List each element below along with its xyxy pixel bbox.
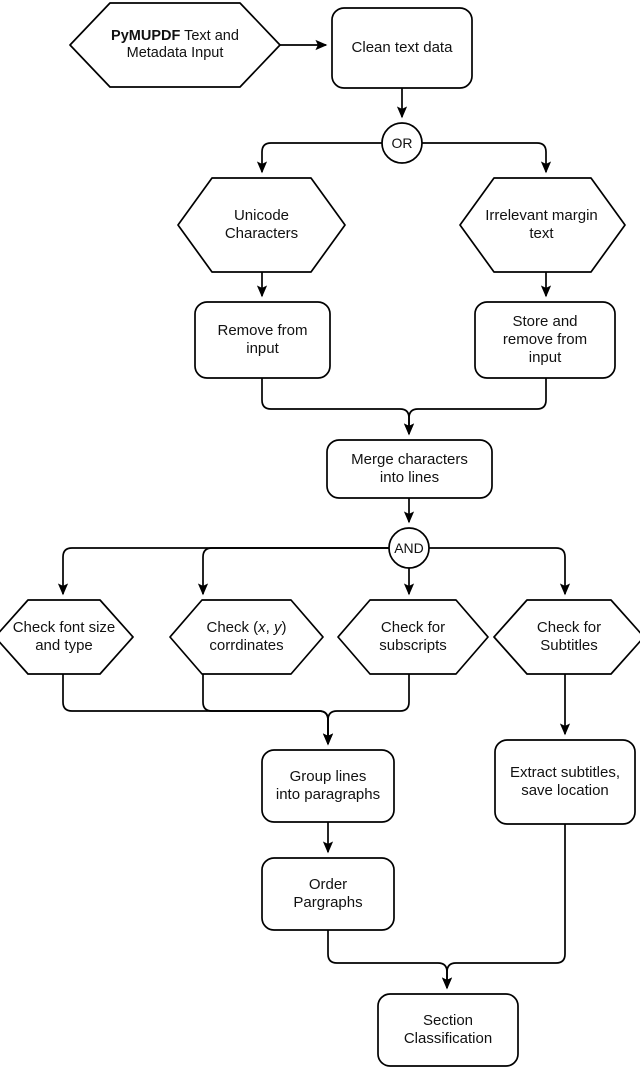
edge-check-subscripts-to-group bbox=[322, 674, 410, 746]
edge-remove-to-merge bbox=[261, 378, 415, 436]
node-check-subscripts bbox=[337, 599, 489, 675]
edge-or-to-unicode bbox=[256, 142, 382, 174]
node-store-remove-from-input bbox=[474, 301, 616, 379]
edge-check-coords-to-group bbox=[202, 674, 334, 746]
node-remove-from-input bbox=[194, 301, 331, 379]
edge-extract-to-section bbox=[441, 824, 566, 990]
node-section-classification bbox=[377, 993, 519, 1067]
edge-and-to-check-coords bbox=[197, 547, 389, 596]
edge-and-to-check-subtitles bbox=[429, 547, 571, 596]
node-order-paragraphs bbox=[261, 857, 395, 931]
edge-store-to-merge bbox=[403, 378, 547, 436]
node-irrelevant-margin bbox=[459, 177, 626, 273]
edge-order-to-section bbox=[327, 930, 453, 990]
node-check-coords bbox=[169, 599, 324, 675]
node-unicode-characters bbox=[177, 177, 346, 273]
node-input-hexagon bbox=[69, 2, 281, 88]
edge-check-font-to-group bbox=[62, 674, 334, 746]
node-clean-text bbox=[331, 7, 473, 89]
node-and-gate bbox=[388, 527, 430, 569]
node-group-lines bbox=[261, 749, 395, 823]
node-check-subtitles bbox=[493, 599, 640, 675]
node-or-gate bbox=[381, 122, 423, 164]
node-check-font bbox=[0, 599, 134, 675]
edge-or-to-irrelevant bbox=[422, 142, 552, 174]
node-merge-characters bbox=[326, 439, 493, 499]
node-extract-subtitles bbox=[494, 739, 636, 825]
edge-and-to-check-font bbox=[57, 547, 389, 596]
